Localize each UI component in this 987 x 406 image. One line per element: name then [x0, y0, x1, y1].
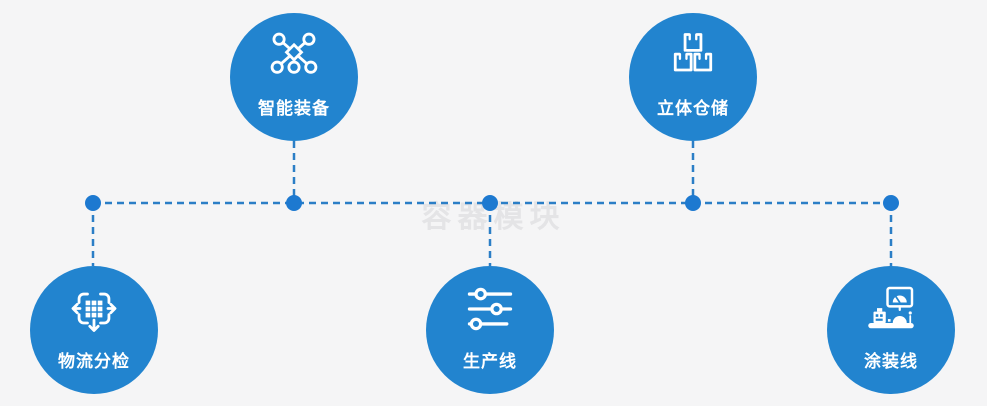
- node-label: 生产线: [463, 352, 517, 371]
- node-production-line: 生产线: [426, 266, 554, 394]
- junction-dot: [85, 195, 101, 211]
- node-label: 物流分检: [58, 352, 130, 371]
- node-stereoscopic-warehouse: 立体仓储: [629, 13, 757, 141]
- network-nodes-icon: [266, 28, 322, 84]
- node-label: 智能装备: [258, 99, 330, 118]
- junction-dot: [286, 195, 302, 211]
- junction-dot: [482, 195, 498, 211]
- sliders-icon: [462, 281, 518, 337]
- node-logistics-sorting: 物流分检: [30, 266, 158, 394]
- node-label: 立体仓储: [657, 99, 729, 118]
- node-smart-equipment: 智能装备: [230, 13, 358, 141]
- sorting-arrows-icon: [66, 281, 122, 337]
- node-painting-line: 涂装线: [827, 266, 955, 394]
- machine-monitor-icon: [863, 281, 919, 337]
- junction-dot: [883, 195, 899, 211]
- node-label: 涂装线: [864, 352, 918, 371]
- junction-dot: [685, 195, 701, 211]
- stacked-boxes-icon: [665, 28, 721, 84]
